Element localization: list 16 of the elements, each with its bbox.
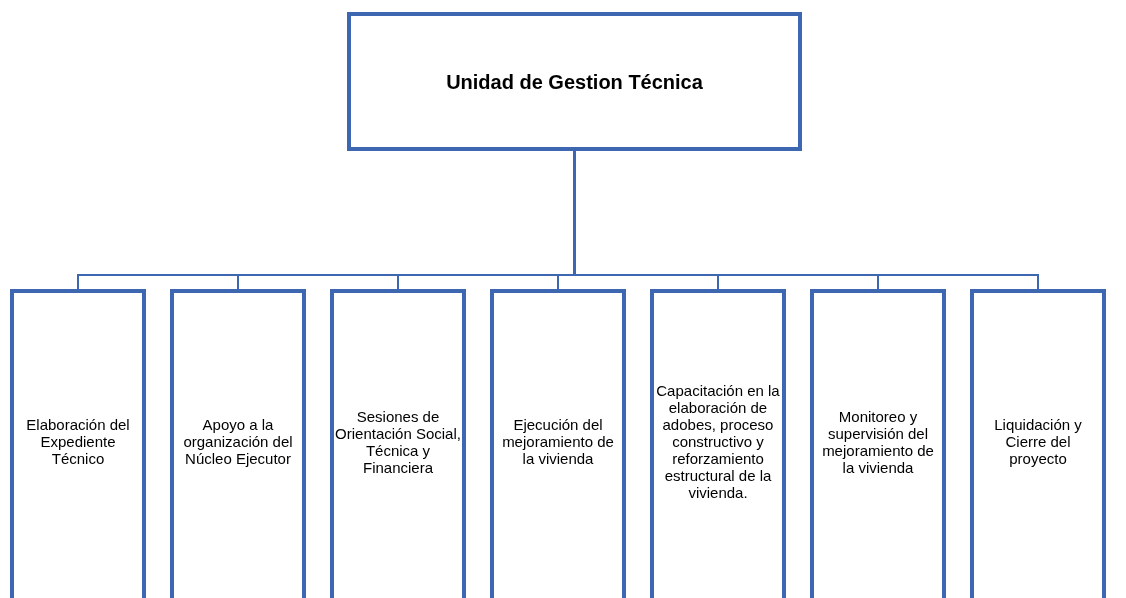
activity-label: Capacitación en la elaboración de adobes, proceso constructivo y reforzamiento estructural de la vivienda. (655, 382, 781, 501)
activity-box (490, 289, 626, 598)
activity-box (810, 289, 946, 598)
activity-label: Monitoreo y supervisión del mejoramiento de la vivienda (821, 407, 935, 476)
activity-box (330, 289, 466, 598)
activity-label: Ejecución del mejoramiento de la vivienda (501, 416, 615, 467)
activity-label: Elaboración del Expediente Técnico (25, 416, 131, 467)
unit-title: Unidad de Gestion Técnica (446, 69, 703, 94)
activity-box (970, 289, 1106, 598)
activity-label: Apoyo a la organización del Núcleo Ejecutor (182, 416, 294, 467)
activity-box (10, 289, 146, 598)
activity-label: Sesiones de Orientación Social, Técnica y Financiera (335, 407, 461, 476)
activity-box (170, 289, 306, 598)
activity-box (650, 289, 786, 598)
unit-box (347, 12, 802, 151)
activity-label: Liquidación y Cierre del proyecto (993, 416, 1083, 467)
